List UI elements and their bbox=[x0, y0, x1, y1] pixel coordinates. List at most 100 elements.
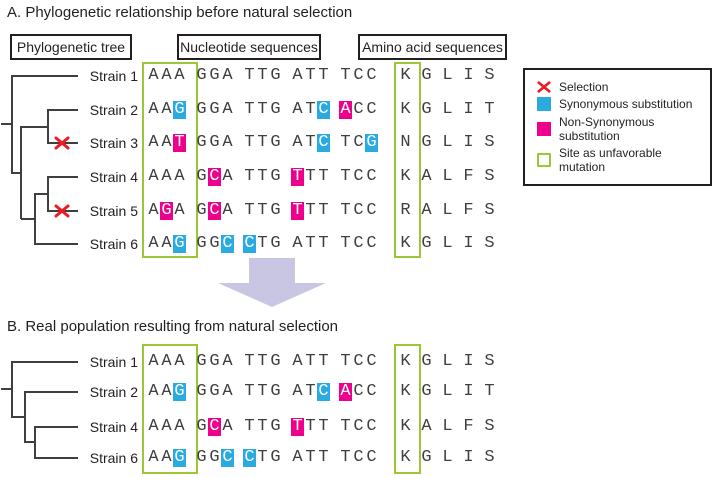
legend-item-non-synonymous: Non-Synonymous substitution bbox=[537, 115, 710, 143]
nucleotide-base: C bbox=[317, 382, 330, 401]
amino-acid: I bbox=[463, 382, 474, 401]
unfavorable-site-box-nucleotide-b bbox=[142, 344, 198, 474]
legend-label-non-synonymous: Non-Synonymous substitution bbox=[559, 114, 655, 143]
amino-acid: G bbox=[421, 100, 432, 119]
header-phylogenetic-tree-label: Phylogenetic tree bbox=[16, 39, 126, 55]
amino-acid: L bbox=[442, 133, 453, 152]
amino-acid: S bbox=[484, 352, 495, 371]
nucleotide-base: G bbox=[270, 448, 281, 467]
amino-acid: G bbox=[421, 234, 432, 253]
amino-acid: L bbox=[442, 100, 453, 119]
nucleotide-base: A bbox=[148, 201, 159, 220]
panel-a-title: A. Phylogenetic relationship before natu… bbox=[7, 4, 353, 21]
nucleotide-base: A bbox=[292, 66, 303, 85]
amino-acid: G bbox=[421, 382, 432, 401]
nucleotide-base: A bbox=[222, 100, 233, 119]
nucleotide-base: C bbox=[353, 382, 364, 401]
amino-acid: S bbox=[484, 448, 495, 467]
nucleotide-base: C bbox=[366, 382, 377, 401]
nucleotide-base: C bbox=[243, 448, 256, 467]
nucleotide-base: T bbox=[257, 100, 268, 119]
nucleotide-base: A bbox=[174, 66, 185, 85]
nucleotide-base: A bbox=[148, 382, 159, 401]
amino-acid: A bbox=[421, 167, 432, 186]
amino-acid: K bbox=[400, 234, 411, 253]
nucleotide-base: G bbox=[270, 201, 281, 220]
amino-acid: F bbox=[463, 167, 474, 186]
amino-acid: K bbox=[400, 167, 411, 186]
nucleotide-base: C bbox=[353, 234, 364, 253]
amino-acid: K bbox=[400, 66, 411, 85]
unfavorable-site-box-amino-b bbox=[394, 344, 421, 474]
nucleotide-base: G bbox=[270, 133, 281, 152]
nucleotide-base: T bbox=[257, 201, 268, 220]
amino-acid: R bbox=[400, 201, 411, 220]
strain-label: Strain 4 bbox=[89, 169, 138, 185]
nucleotide-base: G bbox=[209, 352, 220, 371]
nucleotide-base: T bbox=[257, 66, 268, 85]
nucleotide-base: G bbox=[270, 382, 281, 401]
header-nucleotide-sequences: Nucleotide sequences bbox=[177, 34, 321, 60]
nucleotide-base: A bbox=[148, 417, 159, 436]
nucleotide-base: C bbox=[366, 448, 377, 467]
nucleotide-base: T bbox=[305, 100, 316, 119]
header-nucleotide-sequences-label: Nucleotide sequences bbox=[180, 39, 318, 55]
nucleotide-base: A bbox=[174, 417, 185, 436]
nucleotide-base: A bbox=[161, 167, 172, 186]
nucleotide-base: T bbox=[318, 417, 329, 436]
amino-acid: A bbox=[421, 201, 432, 220]
strain-label: Strain 6 bbox=[89, 450, 138, 466]
nucleotide-base: T bbox=[257, 167, 268, 186]
nucleotide-base: T bbox=[340, 352, 351, 371]
nucleotide-base: C bbox=[366, 352, 377, 371]
unfavorable-site-box-amino-a bbox=[394, 62, 421, 258]
amino-acid: L bbox=[442, 66, 453, 85]
nucleotide-base: C bbox=[353, 448, 364, 467]
unfavorable-site-swatch-icon bbox=[537, 153, 551, 168]
nucleotide-base: G bbox=[173, 234, 186, 253]
nucleotide-base: A bbox=[292, 448, 303, 467]
selection-x-icon bbox=[54, 204, 70, 218]
nucleotide-base: A bbox=[222, 66, 233, 85]
unfavorable-site-box-nucleotide-a bbox=[142, 62, 198, 258]
nucleotide-base: G bbox=[270, 66, 281, 85]
amino-acid: S bbox=[484, 201, 495, 220]
nucleotide-base: C bbox=[208, 201, 221, 220]
nucleotide-base: A bbox=[292, 382, 303, 401]
nucleotide-base: G bbox=[173, 448, 186, 467]
phylogenetic-tree-a bbox=[1, 75, 78, 245]
nucleotide-base: A bbox=[339, 100, 352, 119]
nucleotide-base: A bbox=[339, 382, 352, 401]
nucleotide-base: T bbox=[305, 417, 316, 436]
nucleotide-base: A bbox=[161, 417, 172, 436]
amino-acid: F bbox=[463, 417, 474, 436]
nucleotide-base: T bbox=[305, 201, 316, 220]
amino-acid: G bbox=[421, 448, 432, 467]
header-amino-acid-sequences-label: Amino acid sequences bbox=[362, 39, 503, 55]
amino-acid: N bbox=[400, 133, 411, 152]
nucleotide-base: T bbox=[244, 417, 255, 436]
nucleotide-base: C bbox=[243, 234, 256, 253]
non-synonymous-swatch-icon bbox=[537, 121, 551, 136]
nucleotide-base: G bbox=[270, 100, 281, 119]
amino-acid: L bbox=[442, 352, 453, 371]
nucleotide-base: C bbox=[353, 167, 364, 186]
nucleotide-base: G bbox=[196, 100, 207, 119]
amino-acid: S bbox=[484, 133, 495, 152]
amino-acid: I bbox=[463, 133, 474, 152]
